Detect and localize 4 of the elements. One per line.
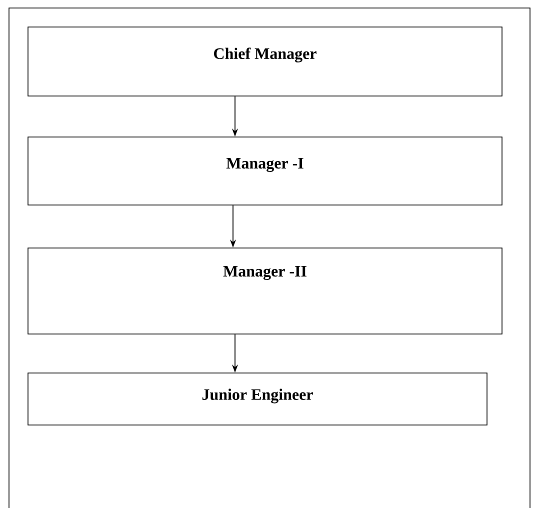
process-box: Manager -I: [28, 136, 502, 206]
process-box: Chief Manager: [28, 26, 502, 96]
process-box: Junior Engineer: [28, 372, 488, 426]
process-box: Manager -II: [28, 248, 502, 334]
